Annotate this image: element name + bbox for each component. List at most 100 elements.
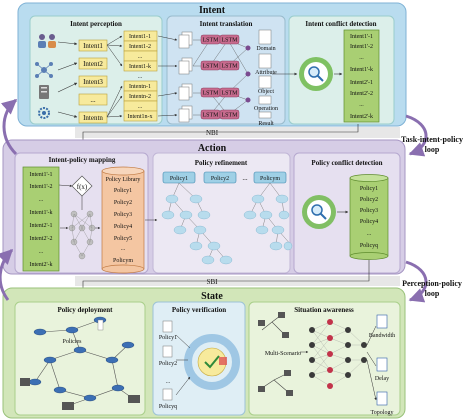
gear-icon — [38, 107, 50, 119]
lstm-cell: LSTM — [202, 38, 219, 44]
intent-layer-title: Intent — [199, 5, 226, 16]
metric-list: Bandwidth Delay Topology — [369, 314, 395, 416]
sub-intent-item: Intentn-2 — [129, 94, 151, 100]
conflict-item: Intent1'-2 — [350, 44, 373, 50]
mapping-function: f(x) — [58, 175, 101, 260]
sub-intent-list: Intent1-1 Intent1-2 ... Intent1-k ... In… — [123, 30, 158, 122]
refine-head: Policym — [260, 176, 280, 182]
multi-scenario-label: Multi-Scenario — [265, 351, 301, 357]
metric-label: Delay — [375, 376, 389, 382]
mapping-intent-item: Intent2'-1 — [29, 223, 52, 229]
intent-item: ... — [90, 96, 96, 104]
doc-label: Object — [258, 89, 274, 95]
verify-policy: ... — [166, 379, 171, 385]
conflict-item: Intent2'-2 — [350, 91, 373, 97]
magnifier-icon — [299, 57, 333, 91]
conflict-item: Intent2'-k — [350, 114, 373, 120]
sub-intent-item: Intent1-1 — [129, 34, 151, 40]
refine-head: Policy2 — [211, 176, 229, 182]
policy-conflict-title: Policy conflict detection — [311, 159, 382, 167]
loop-label: loop — [425, 289, 440, 298]
nbi-bar — [75, 127, 400, 138]
verification-title: Policy verification — [172, 306, 226, 314]
refinement-heads: Policy1 Policy2 ... Policym — [162, 171, 287, 184]
deployment-panel — [14, 301, 146, 416]
doc-label: Attribute — [255, 70, 277, 76]
policy-library: Policy Library Policy1 Policy2 Policy3 P… — [101, 166, 145, 274]
lstm-cell: LSTM — [202, 113, 219, 119]
intent-item: Intentn — [83, 114, 103, 122]
doc-label: Result — [258, 121, 274, 127]
mapping-title: Intent-policy mapping — [49, 156, 116, 164]
intent-translation-title: Intent translation — [200, 20, 253, 28]
library-policy: Policy5 — [114, 236, 132, 242]
action-layer-title: Action — [198, 143, 227, 154]
conflict-item: Intent2'-1 — [350, 80, 373, 86]
mapping-intent-list: Intent1'-1 Intent1'-2 ... Intent1'-k Int… — [22, 166, 60, 272]
mapping-intent-item: Intent1'-1 — [29, 172, 52, 178]
intent-item: Intent3 — [83, 78, 103, 86]
conflict-item: Intent1'-k — [350, 67, 373, 73]
state-layer-title: State — [201, 291, 223, 302]
awareness-title: Situation awareness — [294, 306, 354, 314]
library-policy: Policy1 — [114, 188, 132, 194]
sub-intent-item: Intent1-k — [129, 64, 151, 70]
translation-docs: Domain Attribute Object Operation Result — [254, 29, 278, 127]
function-label: f(x) — [77, 183, 88, 191]
loop-label: Task-intent-policy — [401, 135, 463, 144]
conflict-item: ... — [359, 102, 364, 108]
lstm-cell: LSTM — [221, 113, 238, 119]
mapping-intent-item: Intent1'-2 — [29, 184, 52, 190]
metric-label: Bandwidth — [369, 333, 395, 339]
awareness-network: Multi-Scenario — [258, 312, 376, 400]
refinement-tree — [145, 182, 293, 265]
policy-conflict-item: Policy3 — [360, 208, 378, 214]
document-stack-icon — [162, 320, 173, 401]
policy-conflict-item: Policy4 — [360, 219, 378, 225]
task-intent-policy-loop: Task-intent-policy loop — [0, 98, 463, 157]
policies-label: Policies — [63, 339, 83, 345]
lstm-network: LSTM LSTM LSTM LSTM LSTM LSTM LSTM LSTM — [192, 34, 251, 120]
intent-to-sub-arrows — [106, 35, 123, 118]
users-icon — [38, 34, 56, 48]
document-stack-icon — [178, 31, 193, 123]
mapping-intent-item: Intent1'-k — [29, 210, 52, 216]
lstm-cell: LSTM — [221, 91, 238, 97]
magnifier-icon — [302, 195, 336, 229]
sub-intent-item: Intent1n-x — [128, 114, 153, 120]
lstm-cell: LSTM — [202, 64, 219, 70]
library-policy: ... — [121, 246, 126, 252]
policy-conflict-item: Policy2 — [360, 197, 378, 203]
intent-item: Intent2 — [83, 60, 103, 68]
sub-intent-item: Intent1-2 — [129, 44, 151, 50]
sub-intent-item: ... — [138, 54, 143, 60]
perception-policy-loop: Perception-policy loop — [0, 248, 462, 303]
sbi-label: SBI — [207, 278, 219, 286]
loop-label: Perception-policy — [402, 279, 462, 288]
verify-policy-list: Policy1 Policy2 ... Policyq — [159, 335, 177, 410]
network-icon — [35, 62, 53, 78]
mapping-intent-item: ... — [39, 197, 44, 203]
refine-head: Policy1 — [170, 176, 188, 182]
verification-graphic — [184, 334, 240, 390]
policy-conflict-list: Policy1 Policy2 Policy3 Policy4 ... Poli… — [349, 174, 389, 260]
intent-conflict-list: Intent1'-1 Intent1'-2 ... Intent1'-k Int… — [343, 29, 380, 123]
policy-conflict-item: Policyq — [360, 243, 378, 249]
mapping-intent-item: Intent2'-k — [29, 262, 52, 268]
lstm-cell: LSTM — [202, 91, 219, 97]
intent-list: Intent1 Intent2 Intent3 ... Intentn — [78, 39, 108, 124]
sub-intent-item: ... — [138, 104, 143, 110]
deployment-title: Policy deployment — [57, 306, 113, 314]
lstm-cell: LSTM — [221, 38, 238, 44]
loop-label: loop — [425, 145, 440, 154]
library-policy: Policy2 — [114, 200, 132, 206]
doc-label: Operation — [254, 106, 278, 112]
metric-label: Topology — [371, 410, 394, 416]
library-policy: Policy4 — [114, 224, 132, 230]
awareness-panel — [248, 301, 401, 416]
library-policy: Policy3 — [114, 212, 132, 218]
deployment-network — [20, 316, 140, 410]
mapping-intent-item: ... — [39, 249, 44, 255]
verify-policy: Policy1 — [159, 335, 177, 341]
